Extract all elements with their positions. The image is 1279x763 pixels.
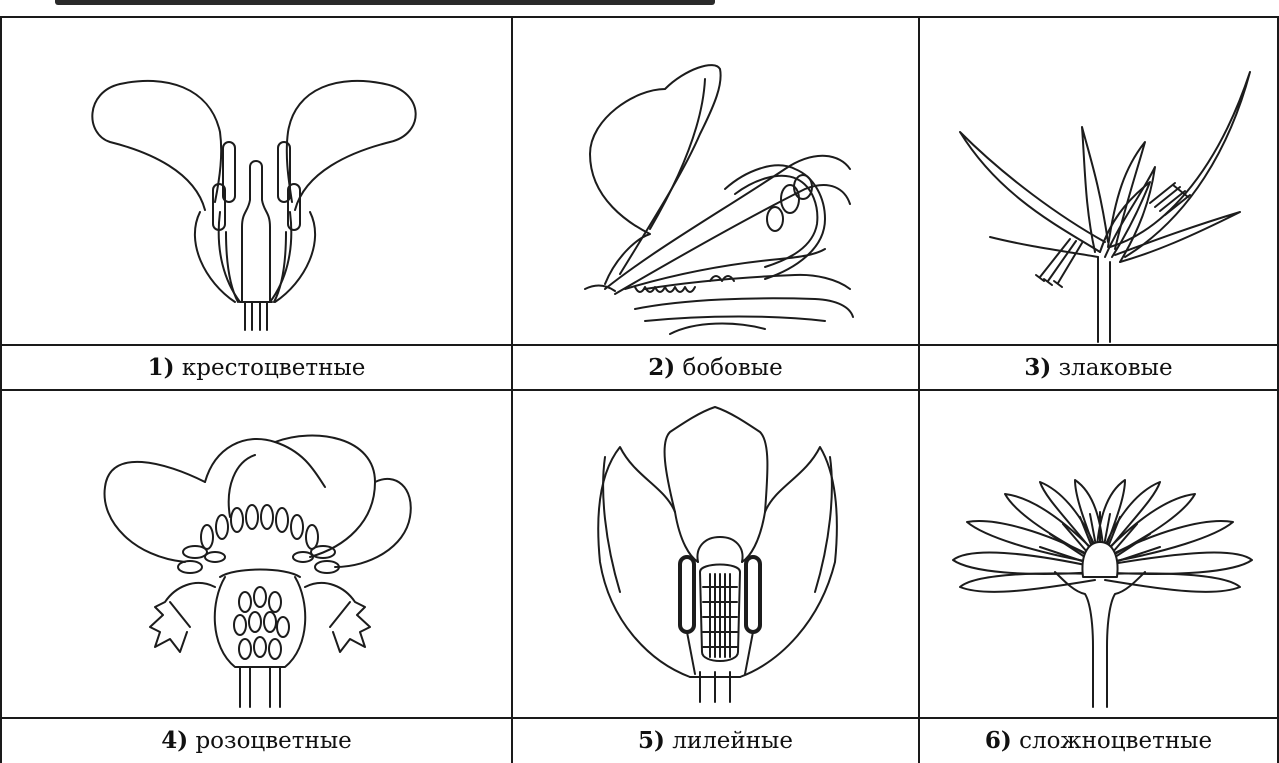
composite-flower-icon	[945, 472, 1260, 707]
label-name: злаковые	[1059, 355, 1173, 381]
label-grass: 3) злаковые	[920, 346, 1277, 390]
cropped-heading-remnant	[55, 0, 715, 5]
label-name: лилейные	[672, 728, 793, 754]
label-number: 4)	[161, 727, 188, 754]
flower-families-table: 1) крестоцветные 2) бобовые 3) злаковые	[0, 17, 1279, 763]
label-name: сложноцветные	[1019, 728, 1212, 754]
page-top-edge	[0, 0, 1279, 17]
cruciferous-flower-icon	[80, 62, 430, 332]
label-composite: 6) сложноцветные	[920, 719, 1277, 763]
label-number: 2)	[648, 354, 675, 381]
lily-flower-icon	[590, 402, 850, 702]
legume-flower-icon	[575, 59, 860, 334]
label-lily: 5) лилейные	[513, 719, 918, 763]
label-rose: 4) розоцветные	[2, 719, 511, 763]
label-cruciferous: 1) крестоцветные	[2, 346, 511, 390]
label-legume: 2) бобовые	[513, 346, 918, 390]
label-number: 6)	[985, 727, 1012, 754]
label-number: 1)	[148, 354, 175, 381]
grass-flower-icon	[950, 57, 1260, 342]
label-number: 5)	[638, 727, 665, 754]
label-name: розоцветные	[195, 728, 351, 754]
label-name: крестоцветные	[182, 355, 365, 381]
rose-flower-icon	[95, 427, 425, 707]
label-number: 3)	[1024, 354, 1051, 381]
label-name: бобовые	[682, 355, 782, 381]
